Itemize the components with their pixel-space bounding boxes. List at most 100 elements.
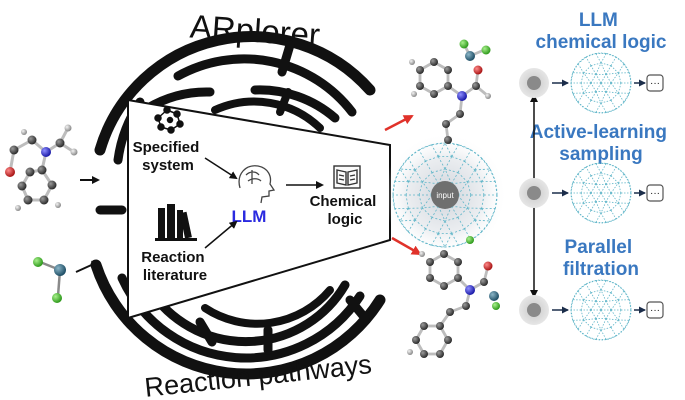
network-edge	[580, 309, 585, 321]
row-3-ellipsis-box	[646, 301, 664, 319]
network-edge	[617, 72, 622, 84]
network-edge	[600, 163, 607, 174]
network-edge	[610, 92, 619, 101]
network-edge	[617, 319, 625, 330]
network-edge	[610, 182, 619, 194]
network-edge	[600, 212, 607, 223]
arrow-literature-to-llm	[204, 220, 238, 249]
network-edge	[583, 72, 597, 75]
network-edge	[605, 82, 612, 92]
network-edge	[595, 192, 602, 202]
network-boundary	[570, 52, 632, 114]
network-edge	[583, 82, 592, 94]
network-edge	[595, 289, 602, 302]
network-edge	[590, 184, 597, 194]
network-edge	[590, 292, 597, 302]
network-edge	[438, 168, 446, 184]
network-edge	[444, 168, 452, 184]
network-edge	[605, 65, 612, 75]
network-edge	[590, 301, 597, 311]
network-edge	[583, 319, 592, 328]
network-edge	[600, 289, 607, 302]
network-edge	[583, 201, 597, 204]
network-edge	[577, 173, 585, 184]
network-edge	[577, 290, 585, 301]
network-edge	[585, 327, 592, 337]
network-edge	[617, 290, 625, 301]
network-edge	[590, 309, 597, 319]
network-edge	[600, 309, 607, 319]
network-edge	[600, 329, 607, 340]
network-edge	[399, 168, 409, 182]
network-edge	[399, 219, 416, 222]
step-2-label: Active-learning sampling	[530, 122, 673, 165]
network-edge	[605, 318, 619, 321]
brain-head-icon	[238, 165, 276, 204]
network-edge	[444, 233, 453, 248]
network-edge	[605, 318, 612, 328]
network-edge	[595, 53, 602, 64]
network-edge	[590, 62, 602, 67]
network-edge	[585, 56, 592, 66]
network-edge	[583, 92, 592, 101]
llm-label: LLM	[232, 207, 267, 226]
network-boundary	[570, 162, 632, 224]
network-edge	[590, 99, 602, 104]
network-edge	[577, 92, 585, 103]
network-edge	[444, 206, 452, 222]
network-edge	[590, 91, 597, 101]
chemical-logic-line-2: logic	[327, 211, 362, 228]
specified-system-label: Specified system	[133, 139, 204, 174]
network-edge	[605, 292, 612, 302]
network-edge	[583, 192, 592, 204]
network-edge	[610, 292, 619, 301]
network-edge	[600, 192, 607, 202]
network-edge	[580, 82, 585, 94]
molecule-icon	[154, 106, 184, 134]
network-edge	[585, 166, 592, 176]
row-1-ellipsis-box	[646, 74, 664, 92]
network-edge	[628, 82, 632, 94]
network-input-label: input	[436, 191, 454, 200]
network-edge	[590, 318, 597, 328]
central-network	[392, 142, 498, 248]
molecule-output-top	[409, 39, 491, 144]
network-edge	[605, 301, 612, 311]
network-edge	[580, 182, 585, 194]
reaction-literature-label: Reaction literature	[141, 249, 209, 284]
network-boundary	[392, 142, 498, 248]
specified-system-line-2: system	[142, 157, 194, 174]
network-edge	[605, 175, 612, 185]
network-edge	[595, 62, 602, 75]
molecule-output-bottom	[407, 236, 500, 358]
network-edge	[583, 175, 592, 184]
network-edge	[595, 102, 602, 113]
step-1-line-1: LLM	[579, 10, 618, 31]
network-edge	[605, 309, 612, 319]
step-1-label: LLM chemical logic	[536, 10, 667, 53]
maze	[90, 31, 386, 380]
network-edge	[590, 65, 597, 75]
network-edge	[605, 192, 612, 202]
network-edge	[595, 184, 602, 194]
network-edge	[422, 205, 439, 209]
network-edge	[610, 309, 619, 321]
network-edge	[590, 74, 597, 84]
network-edge	[600, 91, 607, 104]
network-edge	[610, 100, 617, 110]
network-edge	[583, 299, 592, 311]
network-edge	[610, 299, 619, 311]
reaction-literature-line-1: Reaction	[141, 249, 204, 266]
network-edge	[610, 283, 617, 293]
network-edge	[590, 175, 597, 185]
arrow-input-bottom	[75, 260, 100, 273]
network-edge	[437, 233, 446, 248]
step-1-line-2: chemical logic	[536, 32, 667, 53]
network-edge	[583, 318, 597, 321]
network-edge	[595, 280, 602, 291]
network-edge	[617, 192, 622, 204]
row-1-network	[570, 52, 632, 114]
row-3-ellipsis: ···	[650, 305, 660, 316]
network-edge	[600, 318, 607, 331]
network-edge	[590, 326, 602, 331]
